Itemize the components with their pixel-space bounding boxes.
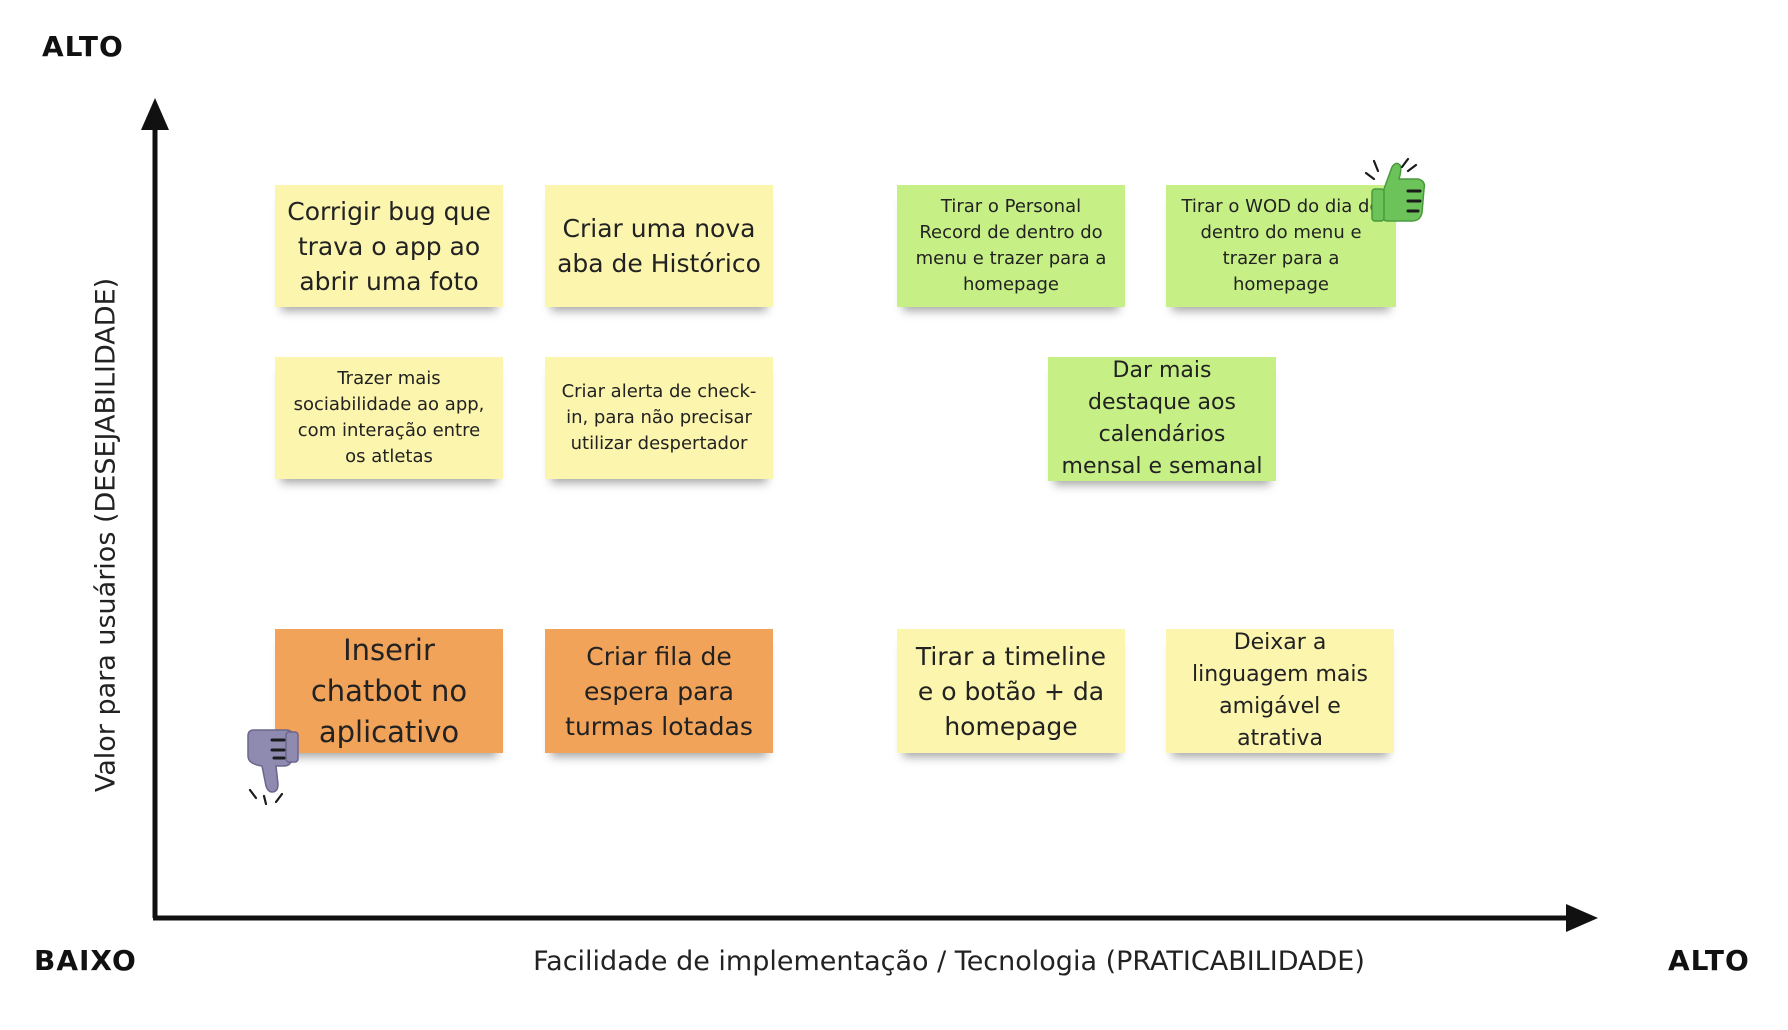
sticky-note-text: Deixar a linguagem mais amigável e atrat… (1192, 630, 1368, 751)
origin-low-label: BAIXO (34, 944, 137, 977)
sticky-note[interactable]: Deixar a linguagem mais amigável e atrat… (1166, 629, 1394, 753)
sticky-note[interactable]: Criar alerta de check-in, para não preci… (545, 357, 773, 479)
sticky-note-text: Corrigir bug que trava o app ao abrir um… (287, 196, 491, 296)
sticky-note-text: Criar fila de espera para turmas lotadas (565, 641, 753, 741)
x-axis-arrowhead (1566, 904, 1598, 932)
sticky-note-text: Trazer mais sociabilidade ao app, com in… (293, 368, 485, 467)
sticky-note-text: Dar mais destaque aos calendários mensal… (1061, 358, 1263, 479)
thumbs-down-icon (247, 729, 299, 806)
sticky-note[interactable]: Corrigir bug que trava o app ao abrir um… (275, 185, 503, 307)
sticky-note[interactable]: Tirar o WOD do dia de dentro do menu e t… (1166, 185, 1396, 307)
sticky-note-text: Criar alerta de check-in, para não preci… (561, 381, 757, 454)
sticky-note[interactable]: Trazer mais sociabilidade ao app, com in… (275, 357, 503, 479)
sticky-note[interactable]: Tirar a timeline e o botão + da homepage (897, 629, 1125, 753)
thumbs-up-icon (1364, 157, 1426, 222)
x-axis-title: Facilidade de implementação / Tecnologia… (533, 946, 1365, 977)
sticky-note-text: Criar uma nova aba de Histórico (557, 214, 761, 278)
sticky-note-text: Tirar o WOD do dia de dentro do menu e t… (1181, 196, 1381, 295)
y-axis-title: Valor para usuários (DESEJABILIDADE) (90, 277, 122, 793)
sticky-note-text: Tirar a timeline e o botão + da homepage (915, 641, 1107, 741)
sticky-note-text: Tirar o Personal Record de dentro do men… (915, 196, 1107, 295)
y-axis-arrowhead (141, 98, 169, 130)
sticky-note[interactable]: Tirar o Personal Record de dentro do men… (897, 185, 1125, 307)
sticky-note-text: Inserir chatbot no aplicativo (310, 632, 468, 749)
x-axis-high-label: ALTO (1668, 944, 1750, 977)
y-axis-high-label: ALTO (42, 30, 124, 63)
sticky-note[interactable]: Inserir chatbot no aplicativo (275, 629, 503, 753)
sticky-note[interactable]: Criar fila de espera para turmas lotadas (545, 629, 773, 753)
sticky-note[interactable]: Dar mais destaque aos calendários mensal… (1048, 357, 1276, 481)
sticky-note[interactable]: Criar uma nova aba de Histórico (545, 185, 773, 307)
